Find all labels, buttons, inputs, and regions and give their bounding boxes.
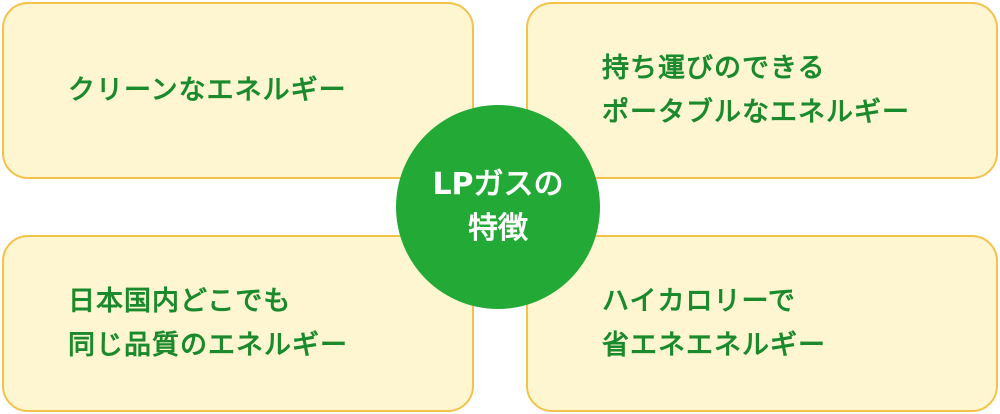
- feature-line: 持ち運びのできる: [602, 52, 826, 84]
- center-title-line: 特徴: [468, 211, 528, 246]
- feature-line: ポータブルなエネルギー: [602, 96, 910, 128]
- feature-card-high-calorie: ハイカロリーで 省エネエネルギー: [526, 235, 998, 412]
- feature-text: クリーンなエネルギー: [4, 69, 347, 113]
- center-title-circle: LPガスの 特徴: [396, 105, 600, 309]
- feature-card-portable-energy: 持ち運びのできる ポータブルなエネルギー: [526, 2, 998, 179]
- feature-line: 省エネエネルギー: [602, 329, 826, 361]
- center-title-line: LPガスの: [432, 167, 564, 202]
- feature-line: 同じ品質のエネルギー: [68, 329, 348, 361]
- feature-card-uniform-quality: 日本国内どこでも 同じ品質のエネルギー: [2, 235, 474, 412]
- feature-card-clean-energy: クリーンなエネルギー: [2, 2, 474, 179]
- feature-text: ハイカロリーで 省エネエネルギー: [528, 280, 826, 368]
- feature-line: ハイカロリーで: [602, 285, 796, 317]
- feature-text: 持ち運びのできる ポータブルなエネルギー: [528, 47, 910, 135]
- feature-line: 日本国内どこでも: [68, 285, 292, 317]
- feature-line: クリーンなエネルギー: [68, 74, 347, 106]
- feature-text: 日本国内どこでも 同じ品質のエネルギー: [4, 280, 348, 368]
